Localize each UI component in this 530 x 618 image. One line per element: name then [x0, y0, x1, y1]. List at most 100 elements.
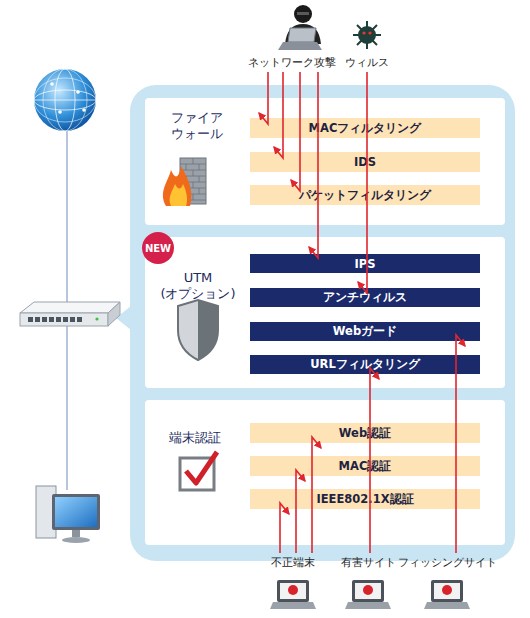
band-label: Web認証 — [339, 426, 391, 441]
utm-band: IPS — [250, 254, 480, 273]
hacker-icon — [278, 42, 322, 50]
attack-arrow — [312, 437, 321, 553]
router-icon — [95, 317, 98, 320]
globe-icon — [76, 90, 80, 94]
band-label: URLフィルタリング — [310, 357, 420, 372]
computer-icon — [36, 486, 100, 543]
router-icon — [63, 317, 68, 322]
router-icon — [108, 302, 120, 326]
laptop-icon — [280, 583, 306, 599]
shield-icon — [178, 300, 218, 360]
globe-icon — [34, 69, 96, 131]
shield-icon — [198, 300, 218, 360]
virus-icon — [368, 31, 371, 34]
computer-icon — [55, 497, 97, 527]
source-label: ウィルス — [327, 56, 407, 70]
attack-arrow — [280, 503, 289, 553]
attack-arrow — [259, 72, 268, 124]
band-label: MACフィルタリング — [309, 121, 422, 136]
laptop-icon — [431, 580, 463, 602]
utm-band: URLフィルタリング — [250, 355, 480, 374]
router-icon — [56, 317, 61, 322]
attack-arrow — [259, 72, 465, 553]
new-badge: NEW — [141, 231, 175, 265]
globe-icon — [34, 100, 96, 101]
router-icon — [20, 313, 108, 326]
hacker-icon — [297, 12, 309, 15]
filter-band: MAC認証 — [250, 456, 480, 476]
attack-arrow — [274, 72, 283, 158]
globe-icon — [58, 110, 62, 114]
band-label: IEEE802.1X認証 — [316, 492, 413, 507]
attack-arrow — [296, 470, 305, 553]
utm-band: Webガード — [250, 322, 480, 341]
globe-icon — [50, 82, 54, 86]
laptop-icon — [434, 583, 460, 599]
laptop-icon — [270, 580, 316, 609]
globe-icon — [82, 108, 86, 112]
filter-band: Web認証 — [250, 423, 480, 443]
attack-arrow — [370, 368, 379, 553]
filter-band: IEEE802.1X認証 — [250, 489, 480, 509]
laptop-icon — [345, 580, 391, 609]
attack-arrow — [309, 72, 318, 258]
router-icon — [20, 302, 120, 313]
computer-icon — [62, 537, 90, 543]
router-icon — [70, 317, 75, 322]
firewall-icon — [163, 158, 206, 206]
router-icon — [77, 317, 82, 322]
panel-heading: 端末認証 — [147, 430, 243, 446]
virus-icon — [353, 21, 381, 49]
checkbox-icon — [180, 452, 217, 490]
checkbox-icon — [180, 458, 214, 490]
firewall-icon — [180, 158, 206, 200]
attack-arrow — [456, 335, 465, 553]
source-label: ネットワーク攻撃 — [232, 56, 352, 70]
hacker-icon — [285, 24, 321, 44]
source-label: フィッシングサイト — [387, 556, 507, 570]
router-icon — [35, 317, 40, 322]
laptop-icon — [345, 602, 391, 609]
laptop-icon — [424, 580, 470, 609]
laptop-icon — [270, 602, 316, 609]
laptop-icon — [424, 602, 470, 609]
virus-icon — [358, 26, 376, 44]
router-icon — [28, 317, 33, 322]
filter-band: IDS — [250, 152, 480, 172]
virus-icon — [362, 31, 365, 34]
hacker-icon — [278, 5, 322, 50]
hacker-icon — [288, 28, 316, 42]
attack-arrow — [291, 72, 300, 191]
globe-icon — [34, 69, 96, 131]
firewall-icon — [180, 158, 206, 204]
router-icon — [49, 317, 54, 322]
globe-icon — [34, 78, 96, 122]
checkbox-icon — [186, 452, 217, 483]
band-label: MAC認証 — [339, 459, 392, 474]
panel-heading: ファイア ウォール — [161, 110, 233, 142]
panel: 端末認証 Web認証 MAC認証 IEEE802.1X認証 — [145, 400, 505, 545]
router-icon — [20, 302, 120, 326]
router-icon — [42, 317, 47, 322]
attack-arrow — [358, 72, 367, 293]
firewall-icon — [163, 166, 191, 206]
filter-band: パケットフィルタリング — [250, 185, 480, 205]
laptop-icon — [277, 580, 309, 602]
hacker-icon — [294, 5, 312, 23]
filter-band: MACフィルタリング — [250, 118, 480, 138]
panel: ファイア ウォール MACフィルタリング IDS パケットフィルタリング — [145, 98, 505, 225]
band-label: IPS — [355, 257, 376, 271]
laptop-icon — [352, 580, 384, 602]
computer-icon — [52, 494, 100, 530]
computer-icon — [72, 530, 80, 537]
band-label: パケットフィルタリング — [299, 188, 431, 203]
laptop-icon — [288, 585, 298, 595]
band-label: Webガード — [333, 324, 397, 339]
laptop-icon — [442, 585, 452, 595]
panel-heading: UTM (オプション) — [150, 270, 246, 302]
source-label: 不正端末 — [253, 556, 333, 570]
band-label: アンチウィルス — [323, 290, 407, 305]
badge-circle — [142, 232, 174, 264]
